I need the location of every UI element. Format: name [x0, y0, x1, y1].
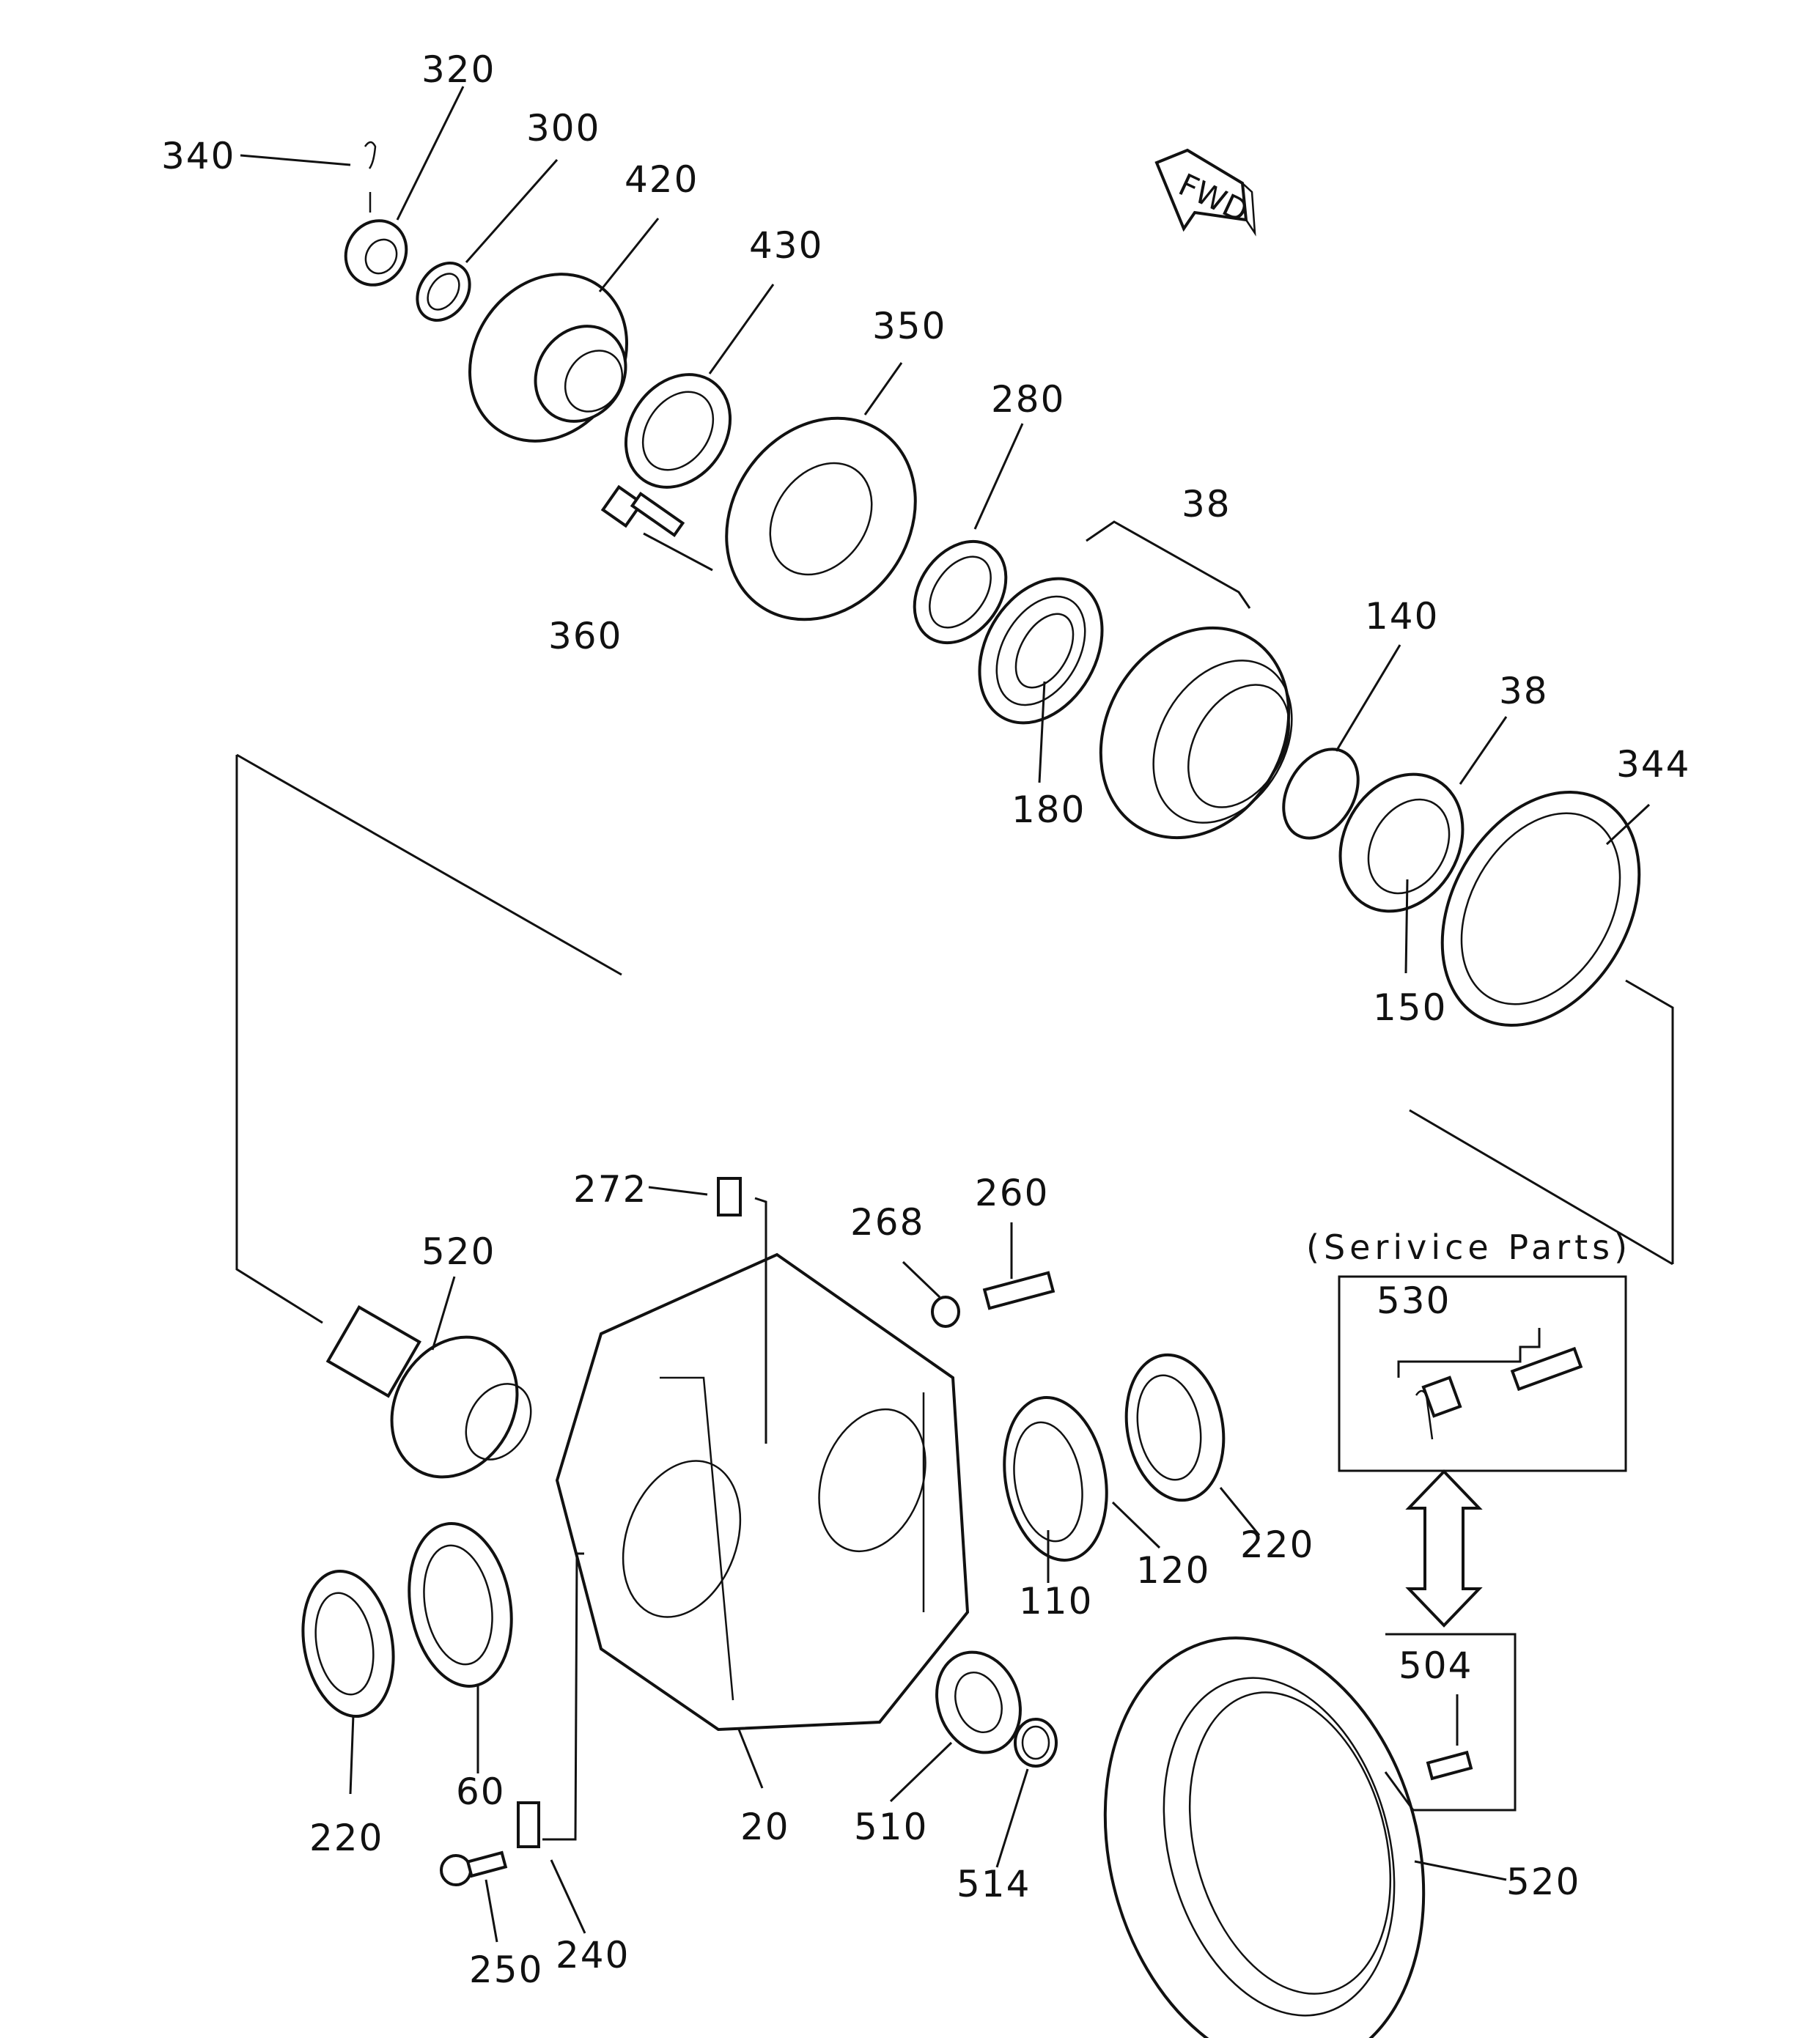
label-20: 20: [740, 1806, 790, 1848]
label-320: 320: [421, 48, 495, 91]
label-430: 430: [749, 224, 823, 267]
label-220-left: 220: [309, 1817, 383, 1859]
label-220-right: 220: [1240, 1524, 1314, 1566]
part-20-carrier-case: [555, 1252, 970, 1732]
label-240: 240: [556, 1934, 630, 1976]
label-110: 110: [1019, 1580, 1093, 1622]
guide-lines: [235, 520, 1674, 1841]
part-350-retainer: [725, 416, 917, 621]
part-220-lock-nut-left: [301, 1569, 395, 1718]
part-60-bearing: [408, 1522, 513, 1688]
part-360-bolt: [600, 484, 685, 538]
part-520-ring-gear: [1103, 1636, 1426, 2038]
bolt-504-box: [1384, 1633, 1517, 1812]
label-520-ring-gear: 520: [1506, 1861, 1580, 1903]
label-260: 260: [975, 1172, 1049, 1214]
label-300: 300: [526, 107, 600, 149]
part-430-oil-seal: [624, 373, 732, 489]
label-530: 530: [1377, 1280, 1451, 1322]
part-320-nut: [344, 219, 408, 287]
part-140-spacer-ring: [1282, 747, 1360, 840]
service-parts-title: (Serivice Parts): [1306, 1227, 1632, 1267]
label-60: 60: [456, 1771, 506, 1813]
part-520-drive-pinion: [325, 1305, 532, 1479]
part-250-bolt: [440, 1850, 508, 1886]
label-504: 504: [1399, 1644, 1473, 1687]
part-38-bearing-housing: [1099, 626, 1293, 840]
part-300-washer: [416, 262, 471, 322]
label-38-lower: 38: [1499, 670, 1549, 712]
part-280-spacer: [913, 539, 1008, 645]
part-340-cotter-pin: [364, 141, 377, 213]
part-150-bearing: [1338, 772, 1465, 913]
part-220-lock-nut-right: [1124, 1353, 1226, 1502]
part-labels: 320 340 300 420 430 350 280 38 360 180 1…: [161, 48, 1690, 1991]
label-38-upper: 38: [1182, 483, 1231, 525]
part-344-gasket: [1440, 791, 1641, 1027]
fwd-arrow-icon: FWD: [1154, 148, 1256, 237]
label-250: 250: [469, 1949, 543, 1991]
label-272: 272: [573, 1168, 647, 1211]
label-120: 120: [1136, 1549, 1210, 1592]
part-510-bearing: [935, 1650, 1022, 1754]
label-180: 180: [1012, 789, 1086, 831]
leader-lines: [240, 86, 1651, 1943]
label-420: 420: [625, 158, 699, 201]
label-510: 510: [854, 1806, 928, 1848]
label-140: 140: [1365, 595, 1439, 638]
label-520-pinion: 520: [421, 1230, 495, 1273]
part-268-nut: [931, 1296, 960, 1328]
label-344: 344: [1616, 743, 1690, 786]
part-420-flange: [468, 273, 628, 443]
part-272-plate: [717, 1177, 742, 1216]
label-350: 350: [872, 305, 946, 347]
part-260-stud: [982, 1271, 1055, 1310]
label-514: 514: [957, 1863, 1031, 1905]
part-180-bearing: [978, 577, 1104, 725]
service-parts-box: [1338, 1275, 1627, 1472]
label-150: 150: [1373, 986, 1447, 1029]
label-268: 268: [850, 1201, 924, 1244]
label-280: 280: [991, 378, 1065, 421]
service-link-arrow: [1405, 1469, 1483, 1628]
part-240-plate: [517, 1801, 540, 1848]
label-340: 340: [161, 135, 235, 177]
label-360: 360: [548, 615, 622, 657]
part-514-washer: [1014, 1718, 1058, 1768]
part-110-bearing: [1003, 1396, 1108, 1562]
